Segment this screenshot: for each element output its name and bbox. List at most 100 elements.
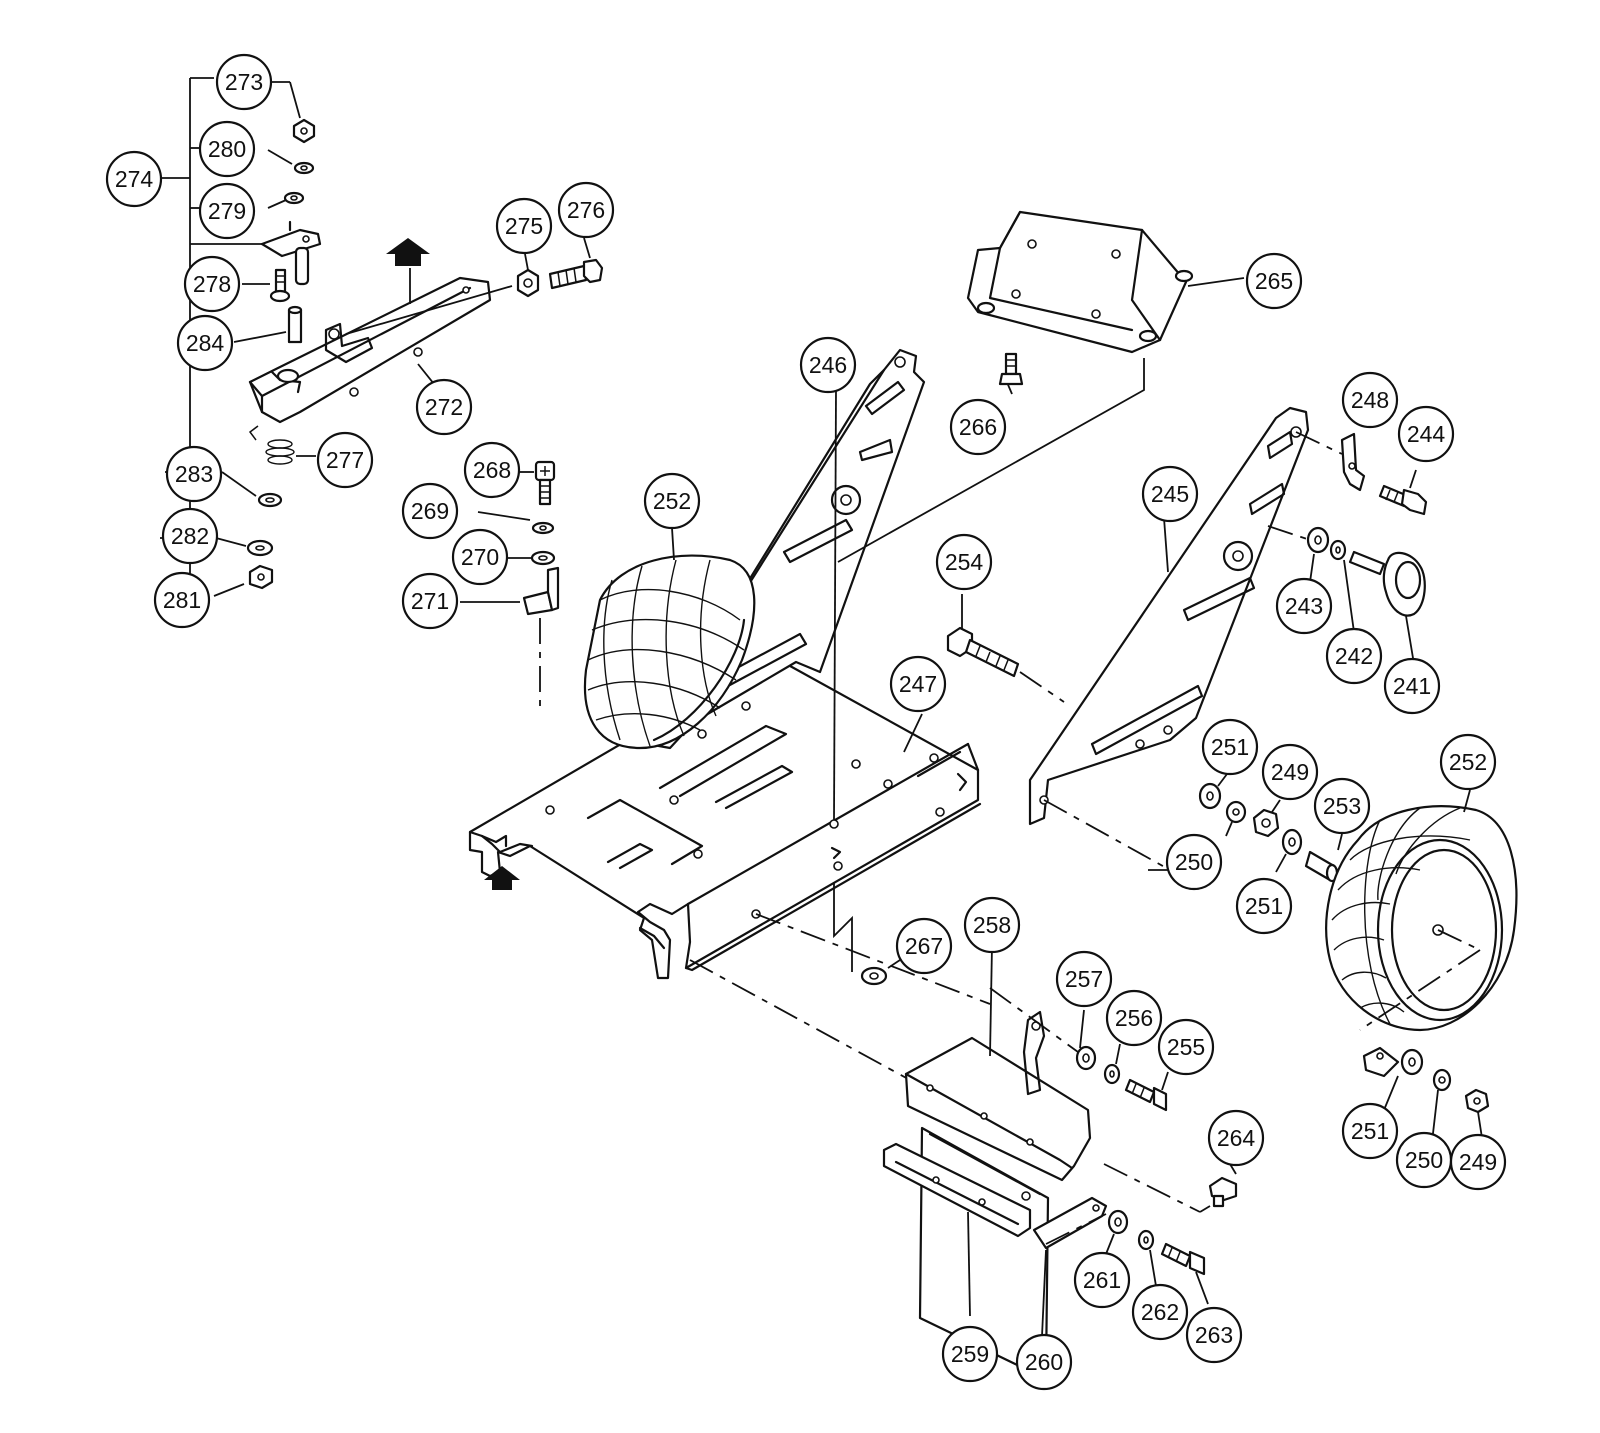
svg-text:241: 241 [1393,673,1431,699]
callout-274: 274 [105,150,163,208]
svg-text:273: 273 [225,69,263,95]
bolt-244 [1378,469,1428,516]
callout-278: 278 [183,255,241,313]
washer-261 [1045,1209,1129,1255]
svg-text:280: 280 [208,136,246,162]
svg-text:266: 266 [959,414,997,440]
nut-249-top [1252,799,1281,838]
svg-text:279: 279 [208,198,246,224]
pin-plate [260,220,322,286]
callout-250-lower: 250 [1395,1131,1453,1189]
washer-250-top [1225,800,1247,837]
callout-253: 253 [1313,777,1371,835]
svg-text:258: 258 [973,912,1011,938]
up-arrow-icon [484,866,520,890]
callout-277: 277 [316,431,374,489]
nut-267 [689,882,991,1081]
svg-text:267: 267 [905,933,943,959]
svg-text:264: 264 [1217,1125,1256,1151]
svg-text:256: 256 [1115,1005,1153,1031]
bolt-266 [998,352,1024,395]
washer-283 [221,471,283,508]
svg-text:244: 244 [1407,421,1446,447]
svg-text:242: 242 [1335,643,1373,669]
callout-264: 264 [1207,1109,1265,1167]
svg-text:249: 249 [1271,759,1309,785]
svg-text:257: 257 [1065,966,1103,992]
svg-text:253: 253 [1323,793,1361,819]
svg-text:281: 281 [163,587,201,613]
svg-text:272: 272 [425,394,463,420]
lockwasher-242 [1329,539,1355,633]
svg-text:260: 260 [1025,1349,1063,1375]
callout-254: 254 [935,533,993,591]
seat-plate-265 [837,210,1245,563]
callout-261: 261 [1073,1251,1131,1309]
callout-246: 246 [799,336,857,394]
callout-257: 257 [1055,950,1113,1008]
svg-text:250: 250 [1175,849,1213,875]
lockwasher-262 [1137,1229,1157,1287]
svg-text:250: 250 [1405,1147,1443,1173]
spring-277 [248,425,316,465]
svg-text:245: 245 [1151,481,1189,507]
callout-273: 273 [215,53,273,111]
svg-text:247: 247 [899,671,937,697]
callout-284: 284 [176,314,234,372]
svg-text:248: 248 [1351,387,1389,413]
callout-244: 244 [1397,405,1455,463]
lockwasher-256 [1103,1043,1121,1085]
callout-281: 281 [153,571,211,629]
blade-259 [882,1142,1032,1317]
washer-270 [508,550,556,566]
bracket-260-hinge [1032,1163,1201,1250]
svg-text:251: 251 [1211,734,1249,760]
svg-text:275: 275 [505,213,543,239]
bolt-276 [548,237,604,290]
callout-260: 260 [1015,1333,1073,1391]
washer-282 [215,537,274,557]
callout-267: 267 [895,917,953,975]
callout-262: 262 [1131,1283,1189,1341]
svg-text:269: 269 [411,498,449,524]
svg-text:274: 274 [115,166,154,192]
screw-264 [1199,1163,1238,1213]
svg-text:283: 283 [175,461,213,487]
callout-247: 247 [889,655,947,713]
bracket-271 [460,566,560,710]
bracket-258 [904,945,1092,1182]
svg-text:271: 271 [411,588,449,614]
callout-265: 265 [1245,252,1303,310]
callout-256: 256 [1105,989,1163,1047]
svg-text:282: 282 [171,523,209,549]
svg-text:251: 251 [1351,1118,1389,1144]
nut-249-lower [1464,1088,1490,1139]
spacer-284 [233,305,303,344]
bracket-248 [1295,431,1366,492]
wheel-252-right [1325,789,1518,1032]
svg-text:246: 246 [809,352,847,378]
svg-text:259: 259 [951,1341,989,1367]
callout-243: 243 [1275,577,1333,635]
nut-273 [268,81,316,144]
washer-251-top [1198,769,1231,810]
callout-255: 255 [1157,1018,1215,1076]
callout-282: 282 [161,507,219,565]
callout-263: 263 [1185,1306,1243,1364]
svg-text:265: 265 [1255,268,1293,294]
callout-250-top: 250 [1165,833,1223,891]
callout-258: 258 [963,896,1021,954]
washer-250-lower [1431,1068,1452,1143]
callout-251-top: 251 [1201,718,1259,776]
callout-252-right: 252 [1439,733,1497,791]
callout-268: 268 [463,441,521,499]
callout-251-lower: 251 [1341,1102,1399,1160]
svg-text:255: 255 [1167,1034,1205,1060]
callout-270: 270 [451,528,509,586]
callout-271: 271 [401,572,459,630]
svg-text:263: 263 [1195,1322,1233,1348]
wheel-252-left [583,527,756,750]
svg-text:268: 268 [473,457,511,483]
callout-241: 241 [1383,657,1441,715]
